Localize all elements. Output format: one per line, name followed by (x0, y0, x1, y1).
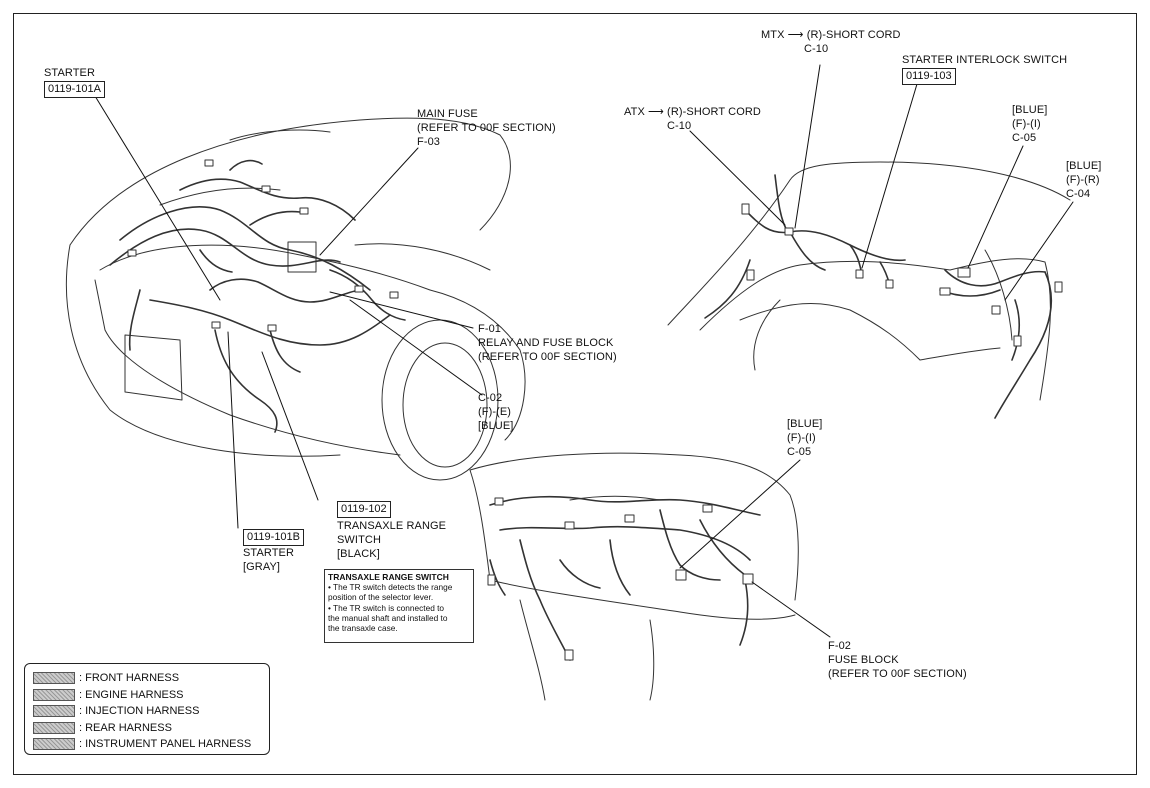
note-line: the manual shaft and installed to (328, 612, 448, 623)
front-harness-swatch (33, 672, 75, 685)
starter-b-code-box: 0119-101B (243, 529, 305, 546)
f02-code: F-02 (828, 640, 852, 652)
c02-color: [BLUE] (478, 420, 514, 432)
starter-label: STARTER (44, 67, 96, 79)
tr-switch-label-2: SWITCH (337, 534, 381, 546)
injection-harness-swatch (33, 705, 75, 718)
legend-label: : FRONT HARNESS (79, 672, 180, 685)
note-line: • The TR switch is connected to (328, 602, 445, 613)
c02-code: C-02 (478, 392, 503, 404)
harness-legend: : FRONT HARNESS : ENGINE HARNESS : INJEC… (24, 663, 270, 755)
relay-fuse-block-ref: (REFER TO 00F SECTION) (478, 351, 617, 363)
c04-color: [BLUE] (1066, 160, 1102, 172)
dashboard-drawing (469, 452, 799, 701)
interior-floor-drawing (667, 161, 1071, 401)
dashboard-harness-wires (489, 495, 761, 661)
legend-label: : REAR HARNESS (79, 721, 172, 734)
note-line: • The TR switch detects the range (328, 582, 453, 593)
main-fuse-label: MAIN FUSE (417, 108, 478, 120)
starter-interlock-label: STARTER INTERLOCK SWITCH (902, 54, 1068, 66)
interior-harness-wires (704, 174, 1053, 419)
c04-connection: (F)-(R) (1066, 174, 1100, 186)
fuse-block-ref: (REFER TO 00F SECTION) (828, 668, 967, 680)
rear-harness-swatch (33, 721, 75, 734)
mtx-short-cord-code: C-10 (804, 43, 829, 55)
legend-label: : ENGINE HARNESS (79, 688, 184, 701)
legend-item-injection: : INJECTION HARNESS (33, 703, 261, 720)
engine-harness-wires (109, 159, 406, 433)
c05-top-connection: (F)-(I) (1012, 118, 1041, 130)
starter-interlock-code-box: 0119-103 (902, 68, 956, 85)
f01-code: F-01 (478, 323, 502, 335)
legend-item-instrument-panel: : INSTRUMENT PANEL HARNESS (33, 736, 261, 753)
c02-connection: (F)-(E) (478, 406, 512, 418)
atx-short-cord-label: ATX ⟶ (R)-SHORT CORD (624, 106, 761, 118)
note-title: TRANSAXLE RANGE SWITCH (328, 572, 449, 582)
legend-item-engine: : ENGINE HARNESS (33, 687, 261, 704)
starter-b-label: STARTER (243, 547, 295, 559)
main-fuse-code: F-03 (417, 136, 441, 148)
leader-lines (94, 64, 1074, 638)
engine-bay-drawing (65, 117, 526, 481)
c04-code: C-04 (1066, 188, 1091, 200)
tr-switch-color: [BLACK] (337, 548, 380, 560)
diagram-frame (13, 13, 1137, 775)
starter-code-box: 0119-101A (44, 81, 106, 98)
c05-bottom-color: [BLUE] (787, 418, 823, 430)
instrument-panel-harness-swatch (33, 738, 75, 751)
dashboard-connectors (487, 497, 754, 661)
starter-b-color: [GRAY] (243, 561, 281, 573)
fuse-block-label: FUSE BLOCK (828, 654, 899, 666)
note-line: the transaxle case. (328, 623, 398, 634)
note-line: position of the selector lever. (328, 592, 434, 603)
engine-harness-swatch (33, 688, 75, 701)
tr-switch-code-box: 0119-102 (337, 501, 391, 518)
legend-label: : INJECTION HARNESS (79, 705, 200, 718)
c05-top-code: C-05 (1012, 132, 1037, 144)
c05-bottom-code: C-05 (787, 446, 812, 458)
mtx-short-cord-label: MTX ⟶ (R)-SHORT CORD (761, 29, 901, 41)
legend-label: : INSTRUMENT PANEL HARNESS (79, 738, 252, 751)
interior-connectors (741, 203, 1063, 347)
main-fuse-ref: (REFER TO 00F SECTION) (417, 122, 556, 134)
c05-top-color: [BLUE] (1012, 104, 1048, 116)
tr-switch-label-1: TRANSAXLE RANGE (337, 520, 447, 532)
relay-fuse-block-label: RELAY AND FUSE BLOCK (478, 337, 614, 349)
engine-connectors (127, 159, 399, 332)
c05-bottom-connection: (F)-(I) (787, 432, 816, 444)
legend-item-front: : FRONT HARNESS (33, 670, 261, 687)
atx-short-cord-code: C-10 (667, 120, 692, 132)
legend-item-rear: : REAR HARNESS (33, 720, 261, 737)
tr-switch-note: TRANSAXLE RANGE SWITCH • The TR switch d… (324, 569, 474, 643)
